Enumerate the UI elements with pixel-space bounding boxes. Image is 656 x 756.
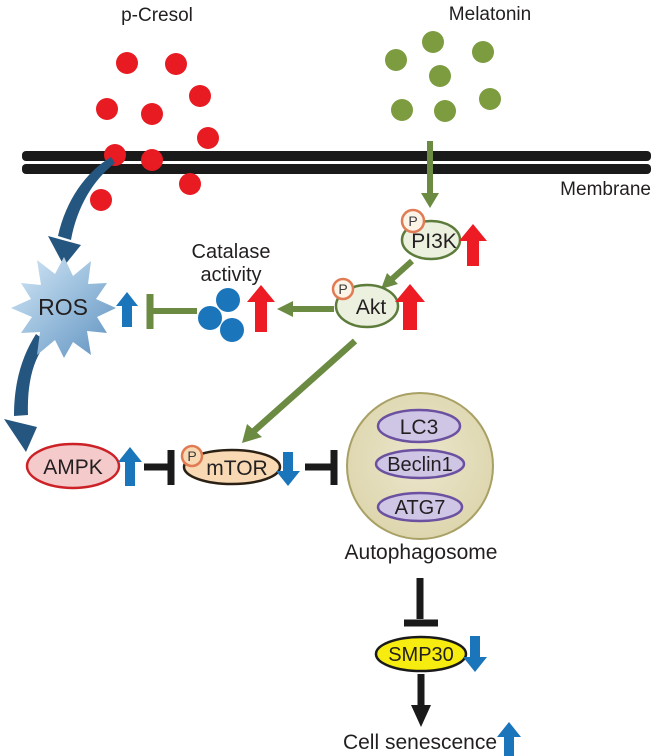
green-dot (472, 41, 494, 63)
red-dot (96, 98, 118, 120)
autophagosome-inhibits-smp30-tbar (404, 578, 438, 627)
pi3k-to-akt-arrow (381, 258, 415, 289)
curved-arrow-body (14, 334, 47, 416)
catalase-dots (198, 288, 244, 342)
green-dot (434, 100, 456, 122)
catalase-label-line2: activity (200, 264, 261, 286)
akt-label: Akt (356, 296, 387, 319)
akt-phospho-badge (331, 277, 355, 301)
blue-dot (220, 318, 244, 342)
membrane-outer-leaflet (22, 151, 651, 161)
curved-arrow-head (4, 419, 37, 452)
mtor-inhibits-autophagosome-tbar (305, 450, 338, 485)
cell-senescence-label: Cell senescence (343, 731, 497, 754)
p-cresol-dots (90, 52, 219, 211)
cell-membrane (22, 151, 651, 174)
red-dot (165, 53, 187, 75)
red-dot (90, 189, 112, 211)
phospho-label: P (187, 448, 196, 464)
smp30-down-arrow (463, 636, 487, 672)
mtor-label: mTOR (206, 457, 267, 480)
arrow-shaft (389, 258, 415, 282)
phospho-label: P (408, 213, 417, 229)
arrow-head (411, 705, 431, 727)
blue-dot (198, 306, 222, 330)
arrow-head (277, 301, 293, 317)
green-dot (429, 65, 451, 87)
green-dot (391, 99, 413, 121)
autophagosome-label: Autophagosome (345, 541, 498, 564)
green-dot (422, 31, 444, 53)
atg7-oval (376, 491, 464, 523)
arrow-head (381, 273, 398, 289)
beclin1-oval (374, 448, 466, 480)
phospho-label: P (338, 281, 347, 297)
lc3-oval (376, 408, 462, 444)
green-dot (385, 49, 407, 71)
smp30-label: SMP30 (388, 644, 454, 666)
cell-senescence-up-arrow (497, 722, 521, 756)
green-dot (479, 88, 501, 110)
curved-arrow-body (58, 157, 115, 240)
ros-up-arrow (116, 292, 138, 327)
membrane-inner-leaflet (22, 164, 651, 174)
mtor-down-arrow (276, 452, 300, 486)
arrow-head (421, 193, 439, 208)
lc3-label: LC3 (400, 416, 439, 439)
mtor-oval (182, 448, 282, 486)
ros-to-ampk-arrow (4, 334, 47, 452)
akt-up-arrow (395, 284, 425, 330)
pi3k-phospho-badge (400, 208, 426, 234)
red-dot (197, 127, 219, 149)
red-dot (141, 103, 163, 125)
membrane-label: Membrane (560, 179, 651, 200)
melatonin-to-pi3k-arrow (421, 141, 439, 208)
p-cresol-to-ros-arrow (48, 157, 115, 266)
catalase-up-arrow (247, 285, 275, 332)
curved-arrow-head (48, 236, 81, 266)
arrow-shaft (251, 338, 358, 434)
akt-to-catalase-arrow (277, 301, 334, 317)
pi3k-up-arrow (459, 224, 487, 266)
red-dot (189, 85, 211, 107)
red-dot (116, 52, 138, 74)
p-cresol-label: p-Cresol (121, 5, 193, 26)
blue-dot (216, 288, 240, 312)
mtor-phospho-badge (180, 444, 204, 468)
red-dot (141, 149, 163, 171)
catalase-label-line1: Catalase (192, 241, 271, 263)
ampk-label: AMPK (43, 456, 103, 479)
ros-burst (11, 257, 116, 358)
akt-to-mtor-arrow (242, 338, 358, 443)
melatonin-dots (385, 31, 501, 122)
arrow-head (242, 424, 262, 443)
melatonin-label: Melatonin (449, 4, 531, 25)
ampk-up-arrow (118, 447, 142, 486)
smp30-to-senescence-arrow (411, 674, 431, 727)
atg7-label: ATG7 (395, 497, 446, 519)
beclin1-label: Beclin1 (387, 454, 453, 476)
red-dot (179, 173, 201, 195)
ampk-inhibits-mtor-tbar (144, 450, 175, 485)
smp30-oval (374, 635, 468, 673)
pi3k-label: PI3K (411, 230, 457, 253)
catalase-inhibits-ros-tbar (146, 294, 197, 329)
ampk-oval (25, 442, 121, 490)
ros-label: ROS (38, 294, 88, 320)
